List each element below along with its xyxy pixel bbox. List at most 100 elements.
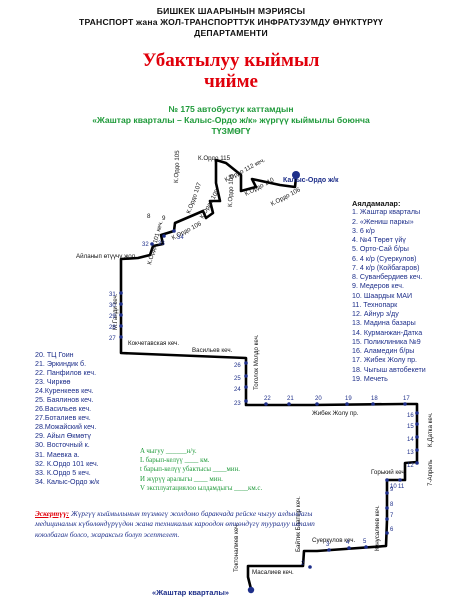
stop-list-item: 27.Боталиев кеч. xyxy=(35,414,91,423)
street-baitik-baatyr: Байтик Баатыр кеч. xyxy=(295,496,302,552)
stop-number-17: 17 xyxy=(403,396,410,402)
stop-marker-21 xyxy=(287,402,291,406)
stop-marker-4 xyxy=(347,546,351,550)
street-togolok-moldo: Тоголок Молдо кеч. xyxy=(253,334,260,390)
stop-number-15: 15 xyxy=(407,424,414,430)
stop-list-item: 21. Эркиндик б. xyxy=(35,360,87,369)
stop-marker-13 xyxy=(415,448,419,452)
stops-list-right: Аялдамалар: 1. Жаштар кварталы 2. «Жениш… xyxy=(352,199,426,384)
stop-marker-24 xyxy=(244,385,248,389)
stop-marker-7 xyxy=(385,517,389,521)
stop-marker-31 xyxy=(119,291,123,295)
header-line-3: ДЕПАРТАМЕНТИ xyxy=(194,28,268,38)
street-masaliev: Масалиев кеч. xyxy=(252,569,294,576)
stop-marker-29 xyxy=(119,313,123,317)
stop-marker-5 xyxy=(364,545,368,549)
stop-number-27: 27 xyxy=(109,336,116,342)
stop-marker-33 xyxy=(162,234,166,238)
stop-list-item: 24.Куренкеев кеч. xyxy=(35,387,94,396)
stop-list-item: 9. Медеров кеч. xyxy=(352,282,404,291)
stop-list-item: 8. Суванбердиев кеч. xyxy=(352,273,423,281)
stop-list-item: 15. Поликлиника №9 xyxy=(352,337,421,346)
stop-number-30: 30 xyxy=(109,303,116,309)
title-line-1: Убактылуу кыймыл xyxy=(142,50,320,71)
street-kordo-115: К.Ордо 115 xyxy=(198,155,231,162)
street-vasilev: Васильев кеч. xyxy=(192,347,233,354)
route-parameters-legend: A чыгуу ______н/у. L барып-келүү ____ км… xyxy=(140,447,262,493)
street-ring-road: Айланып өтүүчү жол xyxy=(76,253,136,260)
start-terminal-label: «Жаштар кварталы» xyxy=(152,588,229,597)
stop-number-6: 6 xyxy=(390,527,394,533)
street-gorkiy: Горький кеч. xyxy=(371,469,407,476)
stop-list-item: 7. 4 к/р (Койбагаров) xyxy=(352,263,420,272)
stop-list-item: 1. Жаштар кварталы xyxy=(352,208,421,217)
street-k-datka: К.Датка кеч. xyxy=(427,412,434,447)
stop-list-item: 4. №4 Төрөт үйү xyxy=(352,236,406,244)
legend-item: И жүрүү аралыгы ____ мин. xyxy=(140,475,223,483)
stop-number-18: 18 xyxy=(371,396,378,402)
street-m-gandi: М.Ганди кеч. xyxy=(112,293,119,330)
stops-list-left: 20. ТЦ Гоин 21. Эркиндик б. 22. Панфилов… xyxy=(35,351,99,487)
note-block: Эскертүү: Жүргүү кыймылынын түзмөгү жолд… xyxy=(35,509,325,540)
stop-list-item: 16. Аламедин б/ры xyxy=(352,347,415,355)
stop-list-item: 18. Чыгыш автобекети xyxy=(352,365,426,374)
stop-list-item: 28.Можайский кеч. xyxy=(35,423,97,432)
stop-number-24: 24 xyxy=(234,387,241,393)
note-text: Жүргүү кыймылынын түзмөгү жолдомо баракч… xyxy=(35,509,315,539)
street-kokchetavskaya: Кокчетавская кеч. xyxy=(128,340,179,347)
stop-number-13: 13 xyxy=(407,450,414,456)
stop-list-item: 5. Орто-Сай б/ры xyxy=(352,245,409,254)
stop-list-item: 3. 6 к/р xyxy=(352,226,375,235)
stop-number-11: 11 xyxy=(398,484,405,490)
stop-marker-15 xyxy=(415,422,419,426)
stop-list-item: 14. Курманжан-Датка xyxy=(352,328,423,337)
stop-number-34: 34 xyxy=(177,235,184,241)
stop-list-item: 10. Шаардык МАИ xyxy=(352,291,413,300)
start-terminal-marker xyxy=(247,586,255,594)
stop-list-item: 23. Чиркөө xyxy=(35,378,71,387)
street-yunusaliev: Юнусалиев кеч. xyxy=(374,505,381,551)
stop-number-9: 9 xyxy=(390,487,394,493)
title-line-2: чийме xyxy=(204,71,258,92)
stop-number-22: 22 xyxy=(264,396,271,402)
stop-marker-2 xyxy=(308,565,312,569)
stop-number-16: 16 xyxy=(407,413,414,419)
stops-heading: Аялдамалар: xyxy=(352,199,401,208)
stop-list-item: 2. «Жениш паркы» xyxy=(352,217,414,226)
stop-marker-6 xyxy=(385,531,389,535)
street-8: 8 xyxy=(147,213,151,220)
end-terminal-marker xyxy=(292,171,300,179)
stop-list-item: 13. Мадина базары xyxy=(352,319,416,328)
street-9: 9 xyxy=(162,215,166,222)
stop-marker-25 xyxy=(244,374,248,378)
subtitle-line-3: ТҮЗМӨГҮ xyxy=(211,126,251,136)
stop-marker-30 xyxy=(119,302,123,306)
stop-marker-20 xyxy=(315,402,319,406)
stop-list-item: 31. Маевка а. xyxy=(35,450,80,459)
stop-marker-23 xyxy=(244,399,248,403)
subtitle-line-1: № 175 автобустук каттамдын xyxy=(168,104,294,114)
stop-list-item: 12. Айнур з/ду xyxy=(352,310,399,318)
stop-number-7: 7 xyxy=(390,513,394,519)
stop-marker-3 xyxy=(327,548,331,552)
note-label: Эскертүү: xyxy=(35,509,70,518)
stop-list-item: 30. Восточный к. xyxy=(35,441,90,450)
end-terminal-label: Калыс-Ордо ж/к xyxy=(283,177,339,184)
stop-marker-18 xyxy=(371,402,375,406)
stop-number-19: 19 xyxy=(345,396,352,402)
stop-number-31: 31 xyxy=(109,292,116,298)
stop-marker-16 xyxy=(415,411,419,415)
header-line-1: БИШКЕК ШААРЫНЫН МЭРИЯСЫ xyxy=(156,6,306,16)
stop-list-item: 11. Технопарк xyxy=(352,300,398,309)
legend-item: V эксплуатациялоо ылдамдыгы ____км.с. xyxy=(140,484,263,492)
stop-list-item: 26.Васильев кеч. xyxy=(35,405,92,414)
legend-item: A чыгуу ______н/у. xyxy=(140,448,197,455)
stop-number-2: 2 xyxy=(301,561,305,567)
stop-number-5: 5 xyxy=(363,539,367,545)
stop-number-29: 29 xyxy=(109,314,116,320)
stop-marker-27 xyxy=(119,335,123,339)
stop-list-item: 33. К.Ордо 5 кеч. xyxy=(35,468,91,477)
route-line xyxy=(119,158,419,590)
stop-marker-9 xyxy=(385,491,389,495)
